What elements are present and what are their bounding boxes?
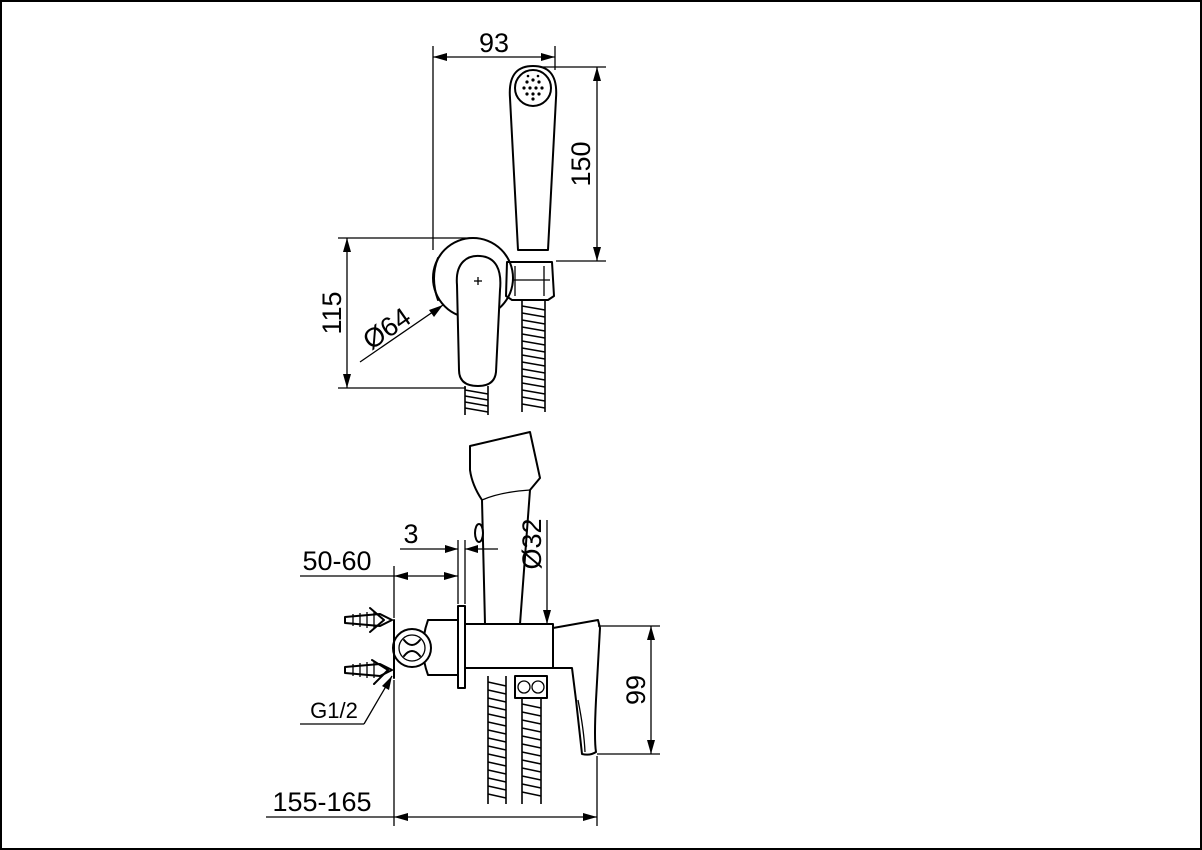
dim-3: 3 xyxy=(400,519,498,604)
dim-155-165: 155-165 xyxy=(266,680,598,826)
hose-lower-left-front xyxy=(464,386,489,415)
dim-150: 150 xyxy=(540,66,606,262)
wall-anchor-top xyxy=(344,607,393,633)
outlet-nut-side xyxy=(514,675,548,699)
dim-64: Ø64 xyxy=(357,302,444,363)
wall-plate-side xyxy=(457,605,466,689)
dim-label-155-165: 155-165 xyxy=(272,787,371,817)
dim-93: 93 xyxy=(432,28,556,250)
valve-body-side xyxy=(464,619,601,756)
hose-outlet-side xyxy=(521,698,542,804)
dim-label-93: 93 xyxy=(479,28,509,58)
dim-label-32: Ø32 xyxy=(517,518,547,569)
spray-holes xyxy=(522,74,544,101)
dim-label-50-60: 50-60 xyxy=(302,546,371,576)
inlet-connector-side xyxy=(392,619,459,679)
dim-label-g12: G1/2 xyxy=(310,698,358,723)
dim-50-60: 50-60 xyxy=(300,546,458,618)
dim-32: Ø32 xyxy=(517,518,551,624)
dim-label-3: 3 xyxy=(403,519,418,549)
lever-handle-front xyxy=(455,254,502,387)
side-view: 3 50-60 Ø32 99 G1/ xyxy=(266,431,660,826)
hose-holder-front xyxy=(521,300,546,412)
dim-99: 99 xyxy=(597,625,660,755)
dim-label-99: 99 xyxy=(621,675,651,705)
dim-label-64: Ø64 xyxy=(357,302,416,356)
dim-label-150: 150 xyxy=(566,141,596,186)
shower-head-front xyxy=(508,65,558,251)
front-view: 93 150 115 Ø64 xyxy=(317,28,606,415)
dim-g12: G1/2 xyxy=(300,675,393,725)
shower-holder-front xyxy=(505,261,555,301)
hose-inlet-side xyxy=(487,676,507,804)
dim-label-115: 115 xyxy=(317,291,347,334)
wall-anchor-bottom xyxy=(344,659,393,685)
shower-head-side xyxy=(469,431,541,625)
dim-115: 115 xyxy=(317,237,473,389)
